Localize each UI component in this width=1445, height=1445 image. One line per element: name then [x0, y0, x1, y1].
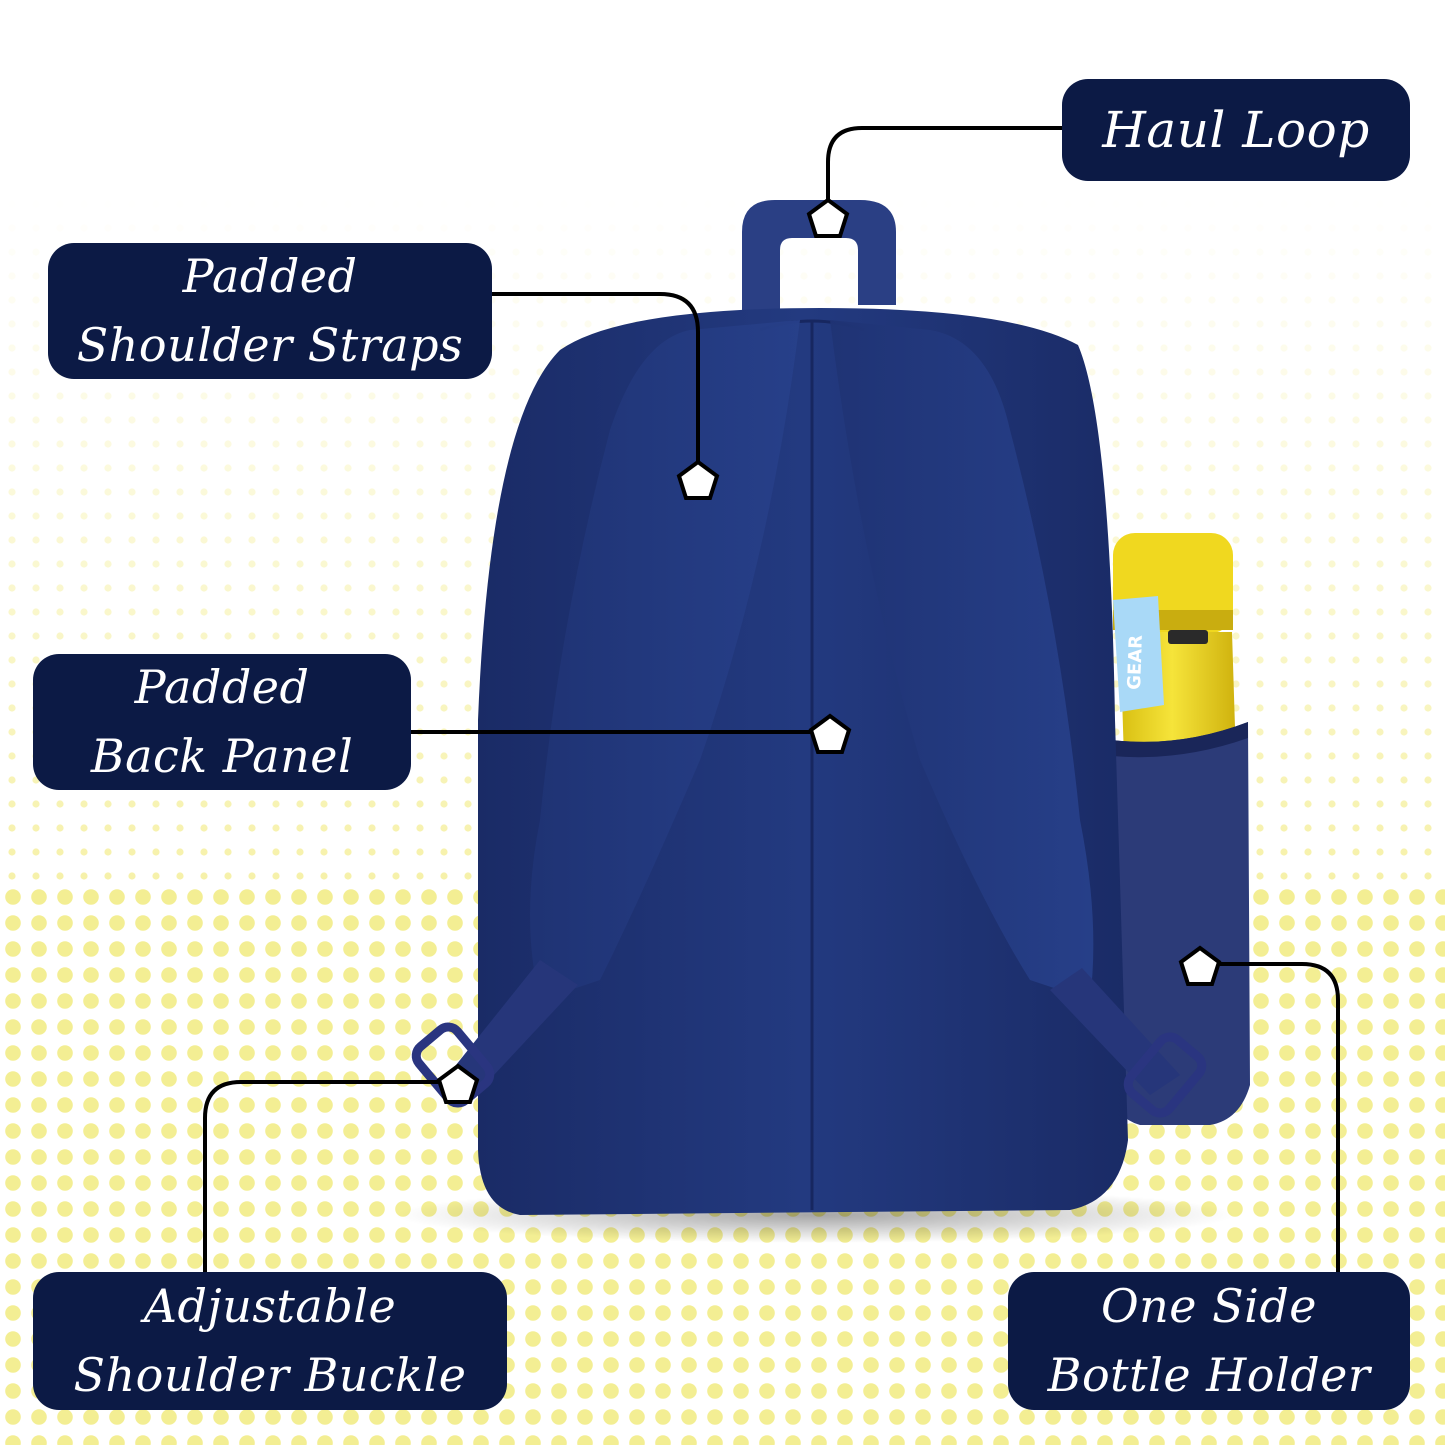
left-shoulder-strap: [530, 320, 800, 1000]
markers: [436, 197, 1222, 1104]
callout-shoulder-straps-line2: Shoulder Straps: [76, 318, 464, 372]
haul-loop: [742, 200, 896, 310]
callout-shoulder-straps-line1: Padded: [182, 249, 358, 303]
callout-back-panel-line2: Back Panel: [90, 729, 354, 783]
callout-buckle-line2: Shoulder Buckle: [73, 1348, 467, 1402]
brand-tag-text: GEAR: [1124, 634, 1147, 690]
right-shoulder-strap: [830, 320, 1094, 1000]
callout-adjustable-shoulder-buckle: Adjustable Shoulder Buckle: [33, 1272, 507, 1410]
side-pocket: [1110, 722, 1250, 1125]
brand-tag: GEAR: [1113, 596, 1164, 712]
callout-bottle-line2: Bottle Holder: [1047, 1348, 1371, 1402]
callout-haul-loop-line1: Haul Loop: [1102, 100, 1370, 159]
marker-back-panel: [808, 713, 852, 754]
callout-one-side-bottle-holder: One Side Bottle Holder: [1008, 1272, 1410, 1410]
marker-buckle: [436, 1063, 480, 1104]
callout-padded-back-panel: Padded Back Panel: [33, 654, 411, 790]
right-buckle: [1123, 1032, 1207, 1118]
callout-back-panel-line1: Padded: [134, 660, 310, 714]
marker-shoulder-straps: [676, 459, 720, 500]
callout-bottle-line1: One Side: [1100, 1279, 1318, 1333]
connector-lines: [203, 126, 1340, 1272]
marker-bottle-holder: [1178, 945, 1222, 986]
callout-padded-shoulder-straps: Padded Shoulder Straps: [48, 243, 492, 379]
marker-haul-loop: [806, 197, 850, 238]
callout-buckle-line1: Adjustable: [143, 1279, 397, 1333]
callout-haul-loop: Haul Loop: [1062, 79, 1410, 181]
